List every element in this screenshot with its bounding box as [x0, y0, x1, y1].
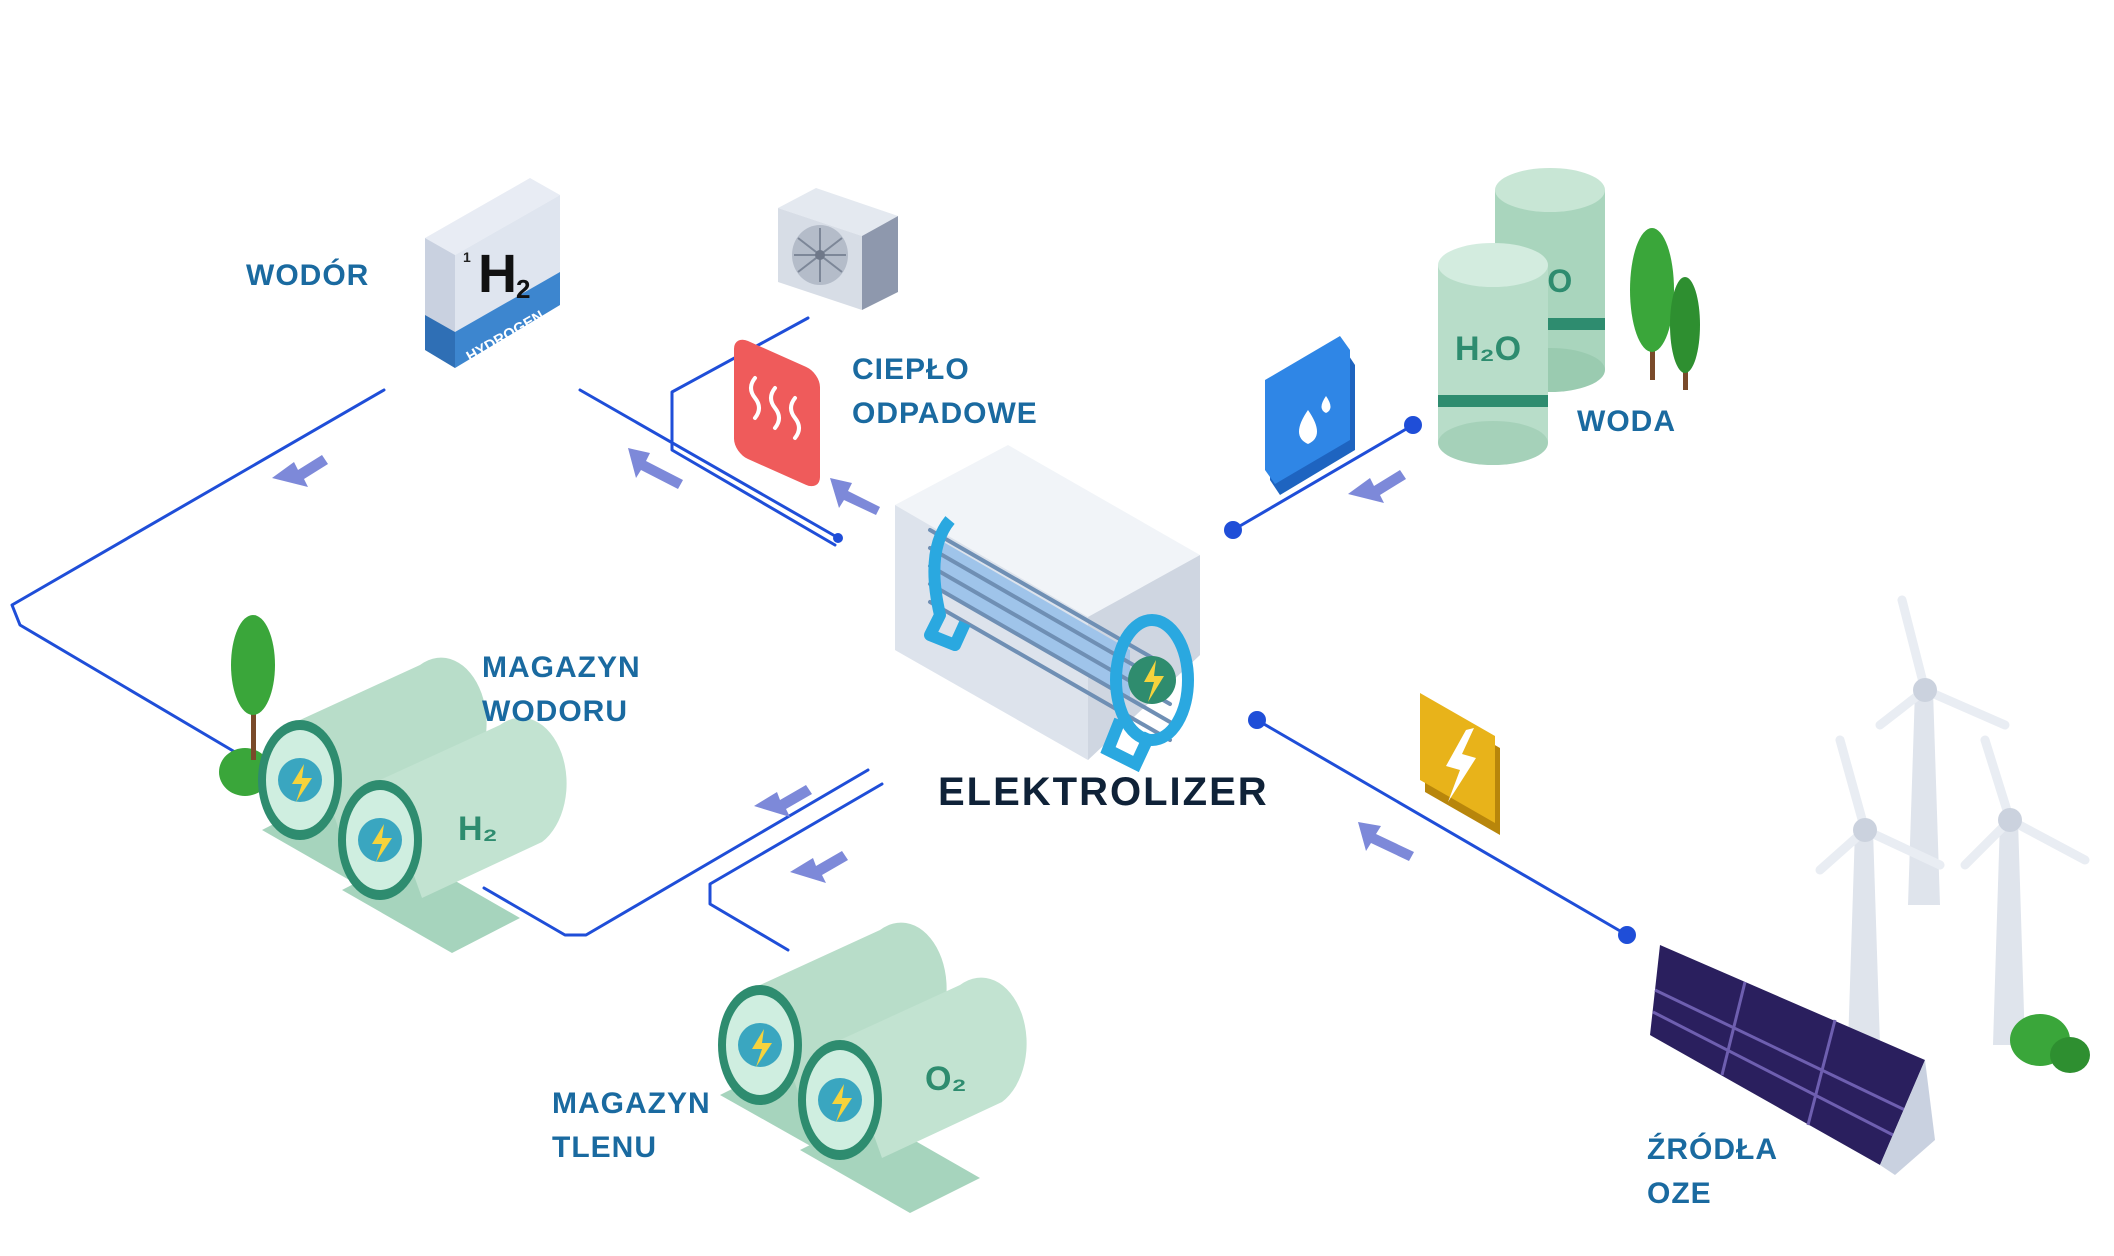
arrow-hydrogen-out — [628, 448, 683, 489]
arrow-hydrogen-return — [272, 455, 328, 487]
wind-turbines — [1815, 595, 2090, 1073]
hydrogen-storage-feed-line — [482, 768, 870, 937]
label-hydrogen-storage: MAGAZYN WODORU — [482, 651, 641, 728]
oxygen-storage-tanks: O₂ — [718, 922, 1027, 1213]
hydrogen-element-tile: 1 H 2 HYDROGEN — [425, 178, 560, 368]
label-electrolyzer: ELEKTROLIZER — [938, 770, 1269, 814]
tree-icon — [1630, 228, 1700, 390]
solar-panel-icon — [1650, 945, 1935, 1175]
hydrogen-symbol-sub: 2 — [516, 274, 530, 304]
wind-turbine-icon — [1960, 735, 2090, 1045]
hydrogen-tank-formula: H₂ — [458, 810, 498, 848]
connection-lines — [10, 316, 1636, 952]
arrow-heat-out — [830, 478, 880, 515]
power-input-line — [1248, 711, 1636, 944]
label-renewables: ŹRÓDŁA OZE — [1647, 1133, 1778, 1210]
water-input-line — [1224, 416, 1422, 539]
oxygen-storage-feed-line — [708, 782, 884, 952]
flow-arrows — [272, 448, 1414, 883]
label-water: WODA — [1577, 405, 1676, 438]
hydrogen-to-storage-line — [10, 388, 386, 757]
hydrogen-line-end-dot — [833, 533, 843, 543]
arrow-to-hydrogen-storage — [754, 785, 812, 817]
wind-turbine-icon — [1815, 735, 1945, 1045]
arrow-power-in — [1358, 822, 1414, 861]
label-oxygen-storage: MAGAZYN TLENU — [552, 1087, 711, 1164]
oxygen-tank-formula: O₂ — [925, 1060, 967, 1098]
heat-exchanger-unit — [778, 188, 898, 310]
arrow-water-in — [1348, 470, 1406, 503]
electrolyzer-stack — [924, 516, 1194, 773]
lightning-bolt-icon — [1420, 693, 1500, 835]
label-hydrogen: WODÓR — [246, 259, 370, 292]
water-drop-icon — [1265, 336, 1355, 495]
arrow-to-oxygen-storage — [790, 851, 848, 883]
water-formula-front: H₂O — [1455, 330, 1521, 368]
wind-turbine-icon — [1875, 595, 2010, 905]
hydrogen-storage-tanks: H₂ — [219, 615, 567, 953]
electrolyzer-unit — [895, 445, 1200, 773]
water-tanks: H₂O H₂O — [1438, 168, 1605, 465]
atomic-number: 1 — [463, 249, 471, 265]
hydrogen-output-line — [578, 388, 837, 538]
heat-waves-icon — [734, 339, 820, 487]
label-waste-heat: CIEPŁO ODPADOWE — [852, 353, 1038, 430]
hydrogen-symbol: H — [478, 244, 517, 304]
